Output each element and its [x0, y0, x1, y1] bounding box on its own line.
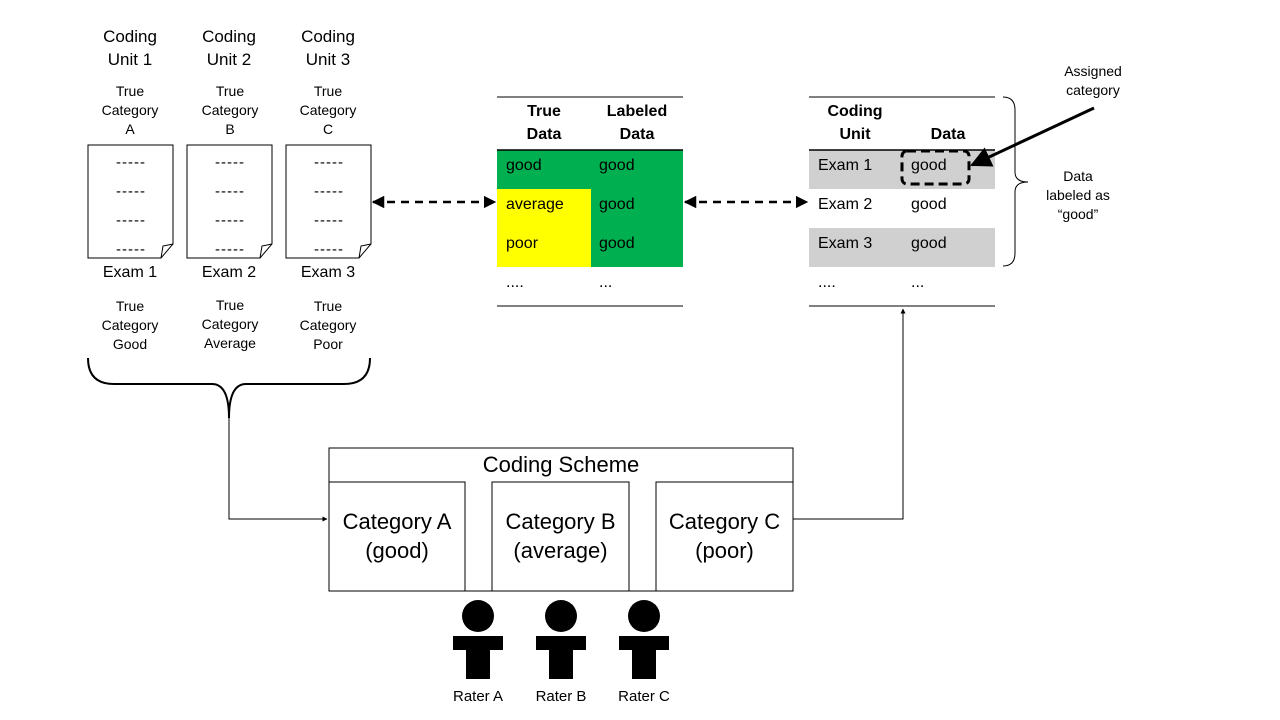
labeled-data-row-1: good — [599, 157, 635, 174]
doc1-line-4: ----- — [116, 241, 146, 258]
doc1-line-3: ----- — [116, 212, 146, 229]
category-c-box — [655, 481, 794, 592]
document-icon-2 — [186, 144, 273, 259]
document-icon-3 — [285, 144, 372, 259]
cell-bg-true-average — [497, 189, 591, 267]
true-data-row-1: good — [506, 157, 542, 174]
row-bg-exam3 — [809, 228, 995, 267]
true-data-row-2: average — [506, 196, 564, 213]
header-coding-unit: Coding Unit — [827, 103, 883, 143]
assigned-category-arrow — [970, 106, 1095, 167]
unit-row-3: Exam 3 — [818, 235, 873, 252]
true-category-c: True Category C — [299, 83, 357, 137]
exams-brace — [87, 357, 371, 419]
document-fold-1 — [160, 243, 174, 259]
category-b-box — [491, 481, 630, 592]
assigned-category-highlight — [900, 149, 971, 186]
doc3-line-2: ----- — [314, 183, 344, 200]
data-labeled-brace — [1002, 96, 1029, 267]
doc1-line-1: ----- — [116, 154, 146, 171]
data-row-1: good — [911, 157, 947, 174]
doc2-line-4: ----- — [215, 241, 245, 258]
doc3-line-1: ----- — [314, 154, 344, 171]
doc2-line-3: ----- — [215, 212, 245, 229]
rater-c-label: Rater C — [618, 688, 670, 705]
exam-1-label: Exam 1 — [102, 264, 158, 281]
true-data-ellipsis: .... — [506, 274, 524, 291]
header-labeled-data: Labeled Data — [606, 103, 668, 143]
document-fold-3 — [358, 243, 372, 259]
labeled-data-ellipsis: ... — [599, 274, 613, 291]
true-category-average: True Category Average — [201, 297, 259, 351]
labeled-data-row-3: good — [599, 235, 635, 252]
coding-unit-2-title: Coding Unit 2 — [202, 27, 256, 69]
true-category-b: True Category B — [201, 83, 259, 137]
data-labeled-as-label: Data labeled as “good” — [1046, 168, 1110, 222]
true-category-good: True Category Good — [101, 298, 159, 352]
unit-row-2: Exam 2 — [818, 196, 873, 213]
connector-to-unit-table — [793, 308, 906, 520]
true-category-a: True Category A — [101, 83, 159, 137]
assigned-category-label: Assigned category — [1064, 63, 1122, 98]
connector-to-scheme — [228, 418, 328, 522]
true-data-row-3: poor — [506, 235, 539, 252]
true-category-poor: True Category Poor — [299, 298, 357, 352]
doc2-line-2: ----- — [215, 183, 245, 200]
doc3-line-3: ----- — [314, 212, 344, 229]
cell-bg-true-good — [497, 150, 591, 189]
exam-3-label: Exam 3 — [300, 264, 356, 281]
header-data: Data — [930, 126, 966, 143]
data-row-2: good — [911, 196, 947, 213]
exam-2-label: Exam 2 — [201, 264, 257, 281]
coding-unit-1-title: Coding Unit 1 — [103, 27, 157, 69]
rater-a-label: Rater A — [452, 688, 504, 705]
cell-bg-labeled-good — [591, 150, 683, 267]
category-a-box — [328, 481, 466, 592]
category-b-label: Category B (average) — [505, 509, 616, 563]
doc3-line-4: ----- — [314, 241, 344, 258]
rater-b-label: Rater B — [535, 688, 587, 705]
document-icon-1 — [87, 144, 174, 259]
header-true-data: True Data — [526, 103, 562, 143]
document-fold-2 — [259, 243, 273, 259]
labeled-data-row-2: good — [599, 196, 635, 213]
doc1-line-2: ----- — [116, 183, 146, 200]
category-c-label: Category C (poor) — [668, 509, 781, 563]
rater-c-icon — [619, 600, 669, 679]
unit-row-1: Exam 1 — [818, 157, 873, 174]
category-a-label: Category A (good) — [342, 509, 452, 563]
rater-a-icon — [453, 600, 503, 679]
rater-b-icon — [536, 600, 586, 679]
doc2-line-1: ----- — [215, 154, 245, 171]
unit-ellipsis: .... — [818, 274, 836, 291]
coding-scheme-title: Coding Scheme — [482, 452, 640, 477]
coding-unit-3-title: Coding Unit 3 — [301, 27, 355, 69]
data-row-3: good — [911, 235, 947, 252]
data-ellipsis: ... — [911, 274, 925, 291]
